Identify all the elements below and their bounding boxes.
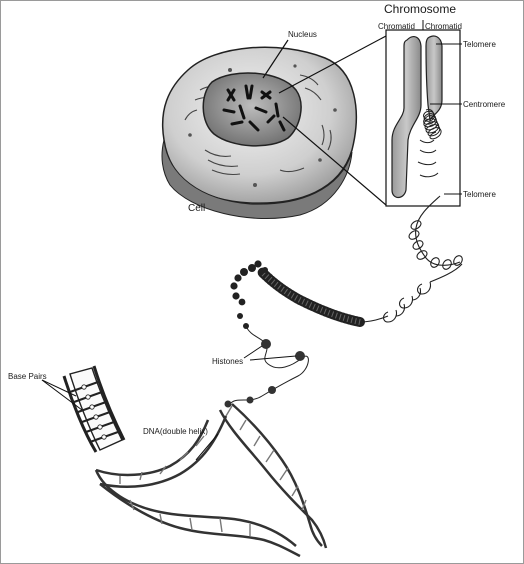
chromatin-coil [359, 195, 463, 323]
base-pair-ladder [62, 365, 126, 453]
histones-label: Histones [212, 357, 244, 366]
dna-double-helix [94, 403, 328, 558]
base-pairs-label: Base Pairs [8, 372, 47, 381]
histone-pointers [243, 345, 297, 361]
nucleus-label: Nucleus [288, 30, 317, 39]
nucleus [202, 72, 302, 147]
chromosome [391, 35, 443, 199]
chromatin-fiber [230, 260, 365, 329]
histones-beads [224, 339, 305, 408]
base-pair-pointers [41, 379, 83, 411]
cell-label: Cell [188, 203, 206, 214]
chromatid-left-label: Chromatid [378, 22, 415, 31]
chromosome-pointers [430, 43, 462, 195]
centromere-label: Centromere [463, 100, 506, 109]
telomere-bottom-label: Telomere [463, 190, 496, 199]
dna-label: DNA(double helix) [143, 427, 208, 436]
chromosome-title: Chromosome [384, 2, 457, 16]
zoom-lines [262, 35, 387, 206]
dna-pointer [195, 433, 219, 461]
telomere-top-label: Telomere [463, 40, 496, 49]
chromatid-right-label: Chromatid [425, 22, 462, 31]
